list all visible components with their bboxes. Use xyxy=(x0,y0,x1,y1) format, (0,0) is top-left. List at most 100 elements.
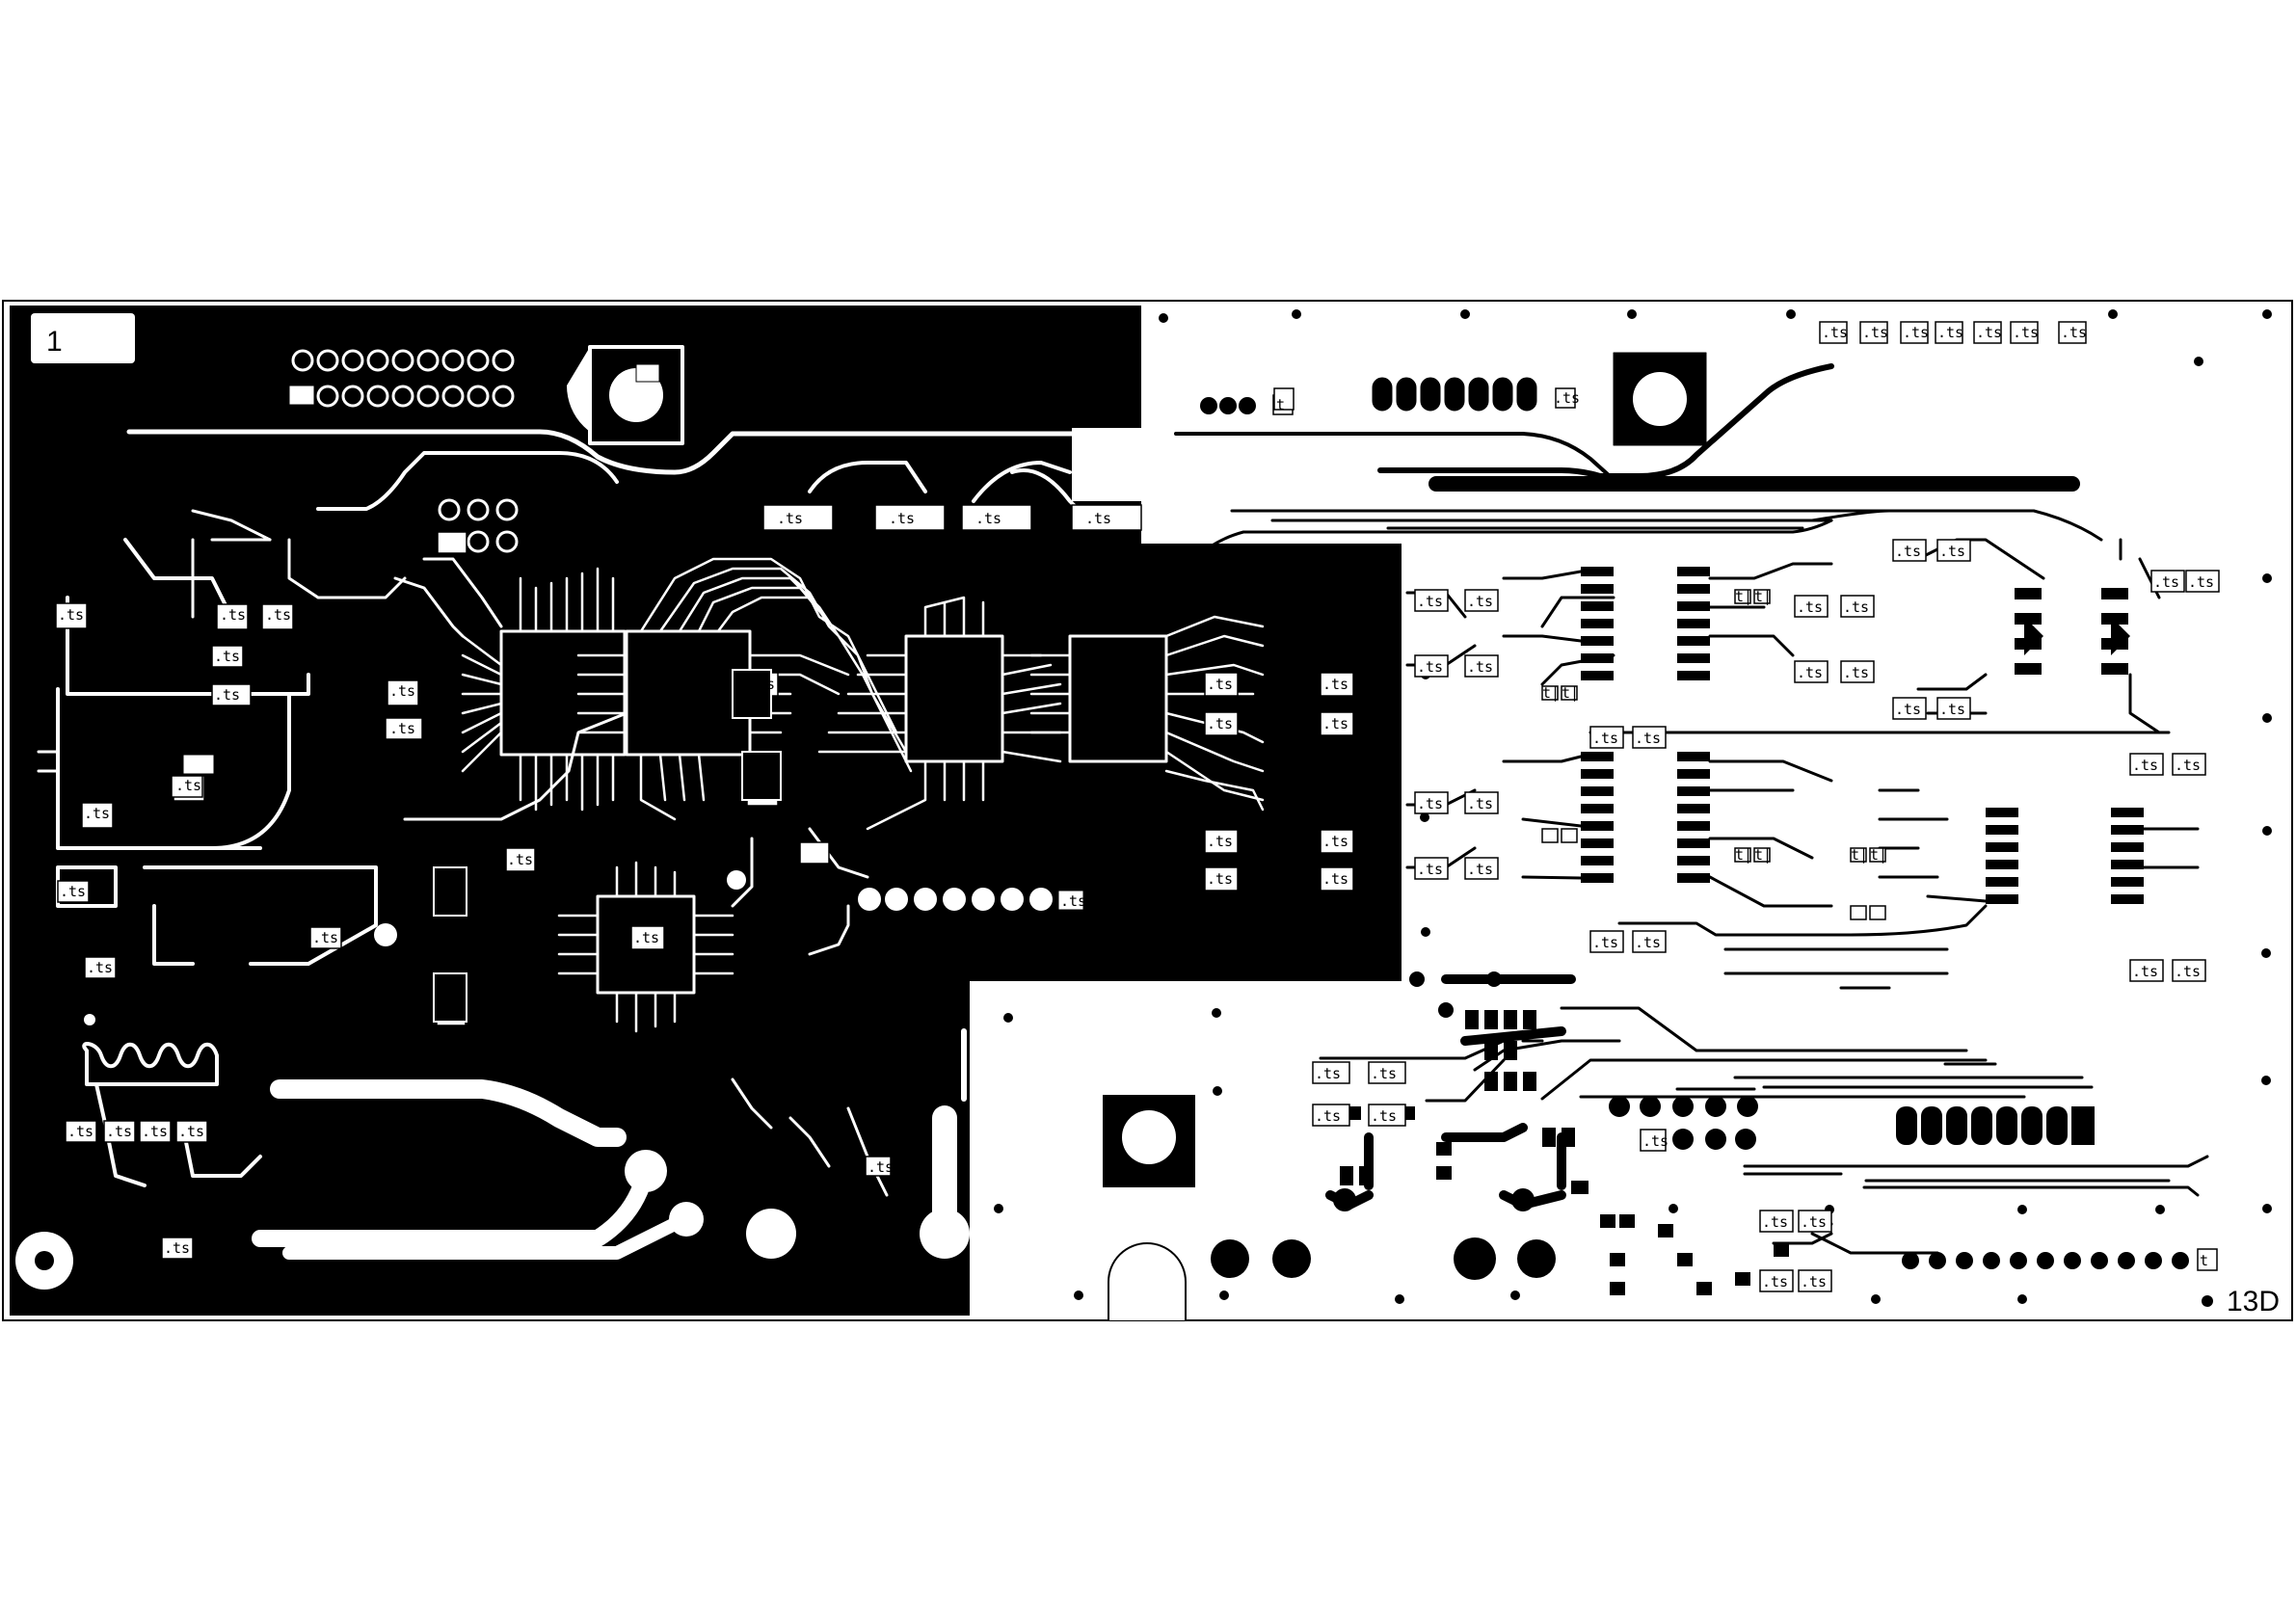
silk-tag: .ts xyxy=(178,1123,204,1140)
board-notch xyxy=(1108,1242,1187,1320)
silk-tag: .ts xyxy=(1417,658,1443,676)
silk-tag: .ts xyxy=(633,929,659,946)
silk-tag: .ts xyxy=(507,851,533,868)
silk-tag: .ts xyxy=(58,606,84,624)
silk-tag: .ts xyxy=(749,676,775,693)
layer-number-label: 1 xyxy=(46,326,63,358)
silk-tag: .ts xyxy=(1592,934,1618,951)
silk-tag: .ts xyxy=(389,682,415,700)
silk-tag: .ts xyxy=(1939,701,1965,718)
silk-tag: .ts xyxy=(1417,795,1443,812)
silk-tag: .ts xyxy=(1762,1273,1788,1290)
silk-tag-short: t xyxy=(1276,396,1285,413)
silk-tag: .ts xyxy=(975,510,1001,527)
silk-tag: .ts xyxy=(1371,1065,1397,1082)
silk-tag: .ts xyxy=(1207,715,1233,732)
silkscreen-tags: .ts .ts .ts .ts .ts .ts .ts .ts .ts .ts … xyxy=(58,324,2214,1290)
silk-tag-small: t| xyxy=(1754,588,1772,605)
silk-tag: .ts xyxy=(2061,324,2087,341)
silk-tag-small: t| xyxy=(1754,846,1772,864)
silk-tag: .ts xyxy=(749,785,775,803)
silk-tag: .ts xyxy=(1207,870,1233,888)
silk-tag: .ts xyxy=(265,606,291,624)
silk-tag-small: t| xyxy=(1735,588,1752,605)
left-silk-tags xyxy=(182,363,1084,911)
silk-tag: .ts xyxy=(220,606,246,624)
silk-tag: .ts xyxy=(1843,664,1869,681)
silk-tag: .ts xyxy=(1976,324,2002,341)
silk-tag: .ts xyxy=(2175,757,2201,774)
silk-tag: .ts xyxy=(1822,324,1848,341)
silk-tag: .ts xyxy=(1554,389,1580,407)
silk-tag: .ts xyxy=(164,1239,190,1257)
silk-tag: .ts xyxy=(106,1123,132,1140)
silk-tag: .ts xyxy=(2013,324,2039,341)
silk-tag: .ts xyxy=(438,1005,464,1023)
silk-tag: .ts xyxy=(389,720,415,737)
silk-tag-small: t| xyxy=(1562,684,1579,702)
board-code-label: 13D xyxy=(2227,1286,2280,1317)
silk-tag: .ts xyxy=(1635,934,1661,951)
silk-tag: .ts xyxy=(312,929,338,946)
silk-tag: .ts xyxy=(777,510,803,527)
silk-tag: .ts xyxy=(1797,664,1823,681)
silk-tag: .ts xyxy=(1797,599,1823,616)
pour-clearances xyxy=(15,313,1265,1290)
silk-tag: .ts xyxy=(1635,730,1661,747)
silk-tag: .ts xyxy=(1207,676,1233,693)
silk-tag: .ts xyxy=(1801,1273,1827,1290)
silk-tag: .ts xyxy=(1843,599,1869,616)
silk-tag: .ts xyxy=(1762,1213,1788,1231)
right-silk-boxes xyxy=(1272,321,2220,1292)
silk-tag: .ts xyxy=(1937,324,1963,341)
silk-tag-short: t xyxy=(2200,1252,2208,1269)
silk-tag: .ts xyxy=(1467,658,1493,676)
silk-tag-small: t| xyxy=(1735,846,1752,864)
silk-tag: .ts xyxy=(214,648,240,665)
silk-tag: .ts xyxy=(1642,1132,1669,1150)
silk-tag: .ts xyxy=(1060,892,1086,910)
silk-tag: .ts xyxy=(1322,715,1348,732)
silk-tag: .ts xyxy=(1895,701,1921,718)
silk-tag: .ts xyxy=(1862,324,1888,341)
silk-tag: .ts xyxy=(87,959,113,976)
silk-tag: .ts xyxy=(2175,963,2201,980)
silk-tag: .ts xyxy=(84,805,110,822)
silk-tag: .ts xyxy=(438,896,464,914)
silk-tag: .ts xyxy=(1939,543,1965,560)
silk-tag-small: t| xyxy=(1851,846,1868,864)
silk-tag: .ts xyxy=(2188,573,2214,591)
silk-tag: .ts xyxy=(1467,861,1493,878)
silk-tag: .ts xyxy=(1801,1213,1827,1231)
copper-pour-left xyxy=(10,306,1402,1316)
silk-tag: .ts xyxy=(1592,730,1618,747)
silk-tag: .ts xyxy=(1417,593,1443,610)
silk-tag: .ts xyxy=(175,777,201,794)
pour-black-parts xyxy=(433,669,782,1023)
silk-tag: .ts xyxy=(2153,573,2179,591)
silk-tag: .ts xyxy=(142,1123,168,1140)
silk-tag: .ts xyxy=(2132,963,2158,980)
silk-tag: .ts xyxy=(1315,1107,1341,1125)
silk-tag: .ts xyxy=(67,1123,93,1140)
silk-tag: .ts xyxy=(1467,593,1493,610)
silk-tag: .ts xyxy=(60,883,86,900)
silk-tag-small: t| xyxy=(1542,684,1560,702)
silk-tag: .ts xyxy=(1322,870,1348,888)
silk-tag: .ts xyxy=(868,1158,894,1176)
silk-tag: .ts xyxy=(1207,833,1233,850)
silk-tag: .ts xyxy=(1371,1107,1397,1125)
silk-tag: .ts xyxy=(2132,757,2158,774)
silk-tag: .ts xyxy=(1895,543,1921,560)
silk-tag: .ts xyxy=(1903,324,1929,341)
silk-tag-small: t| xyxy=(1870,846,1887,864)
right-board-artwork xyxy=(994,309,2272,1307)
silk-tag: .ts xyxy=(889,510,915,527)
silk-tag: .ts xyxy=(1322,676,1348,693)
silk-tag: .ts xyxy=(1417,861,1443,878)
silk-tag: .ts xyxy=(1467,795,1493,812)
silk-tag: .ts xyxy=(1315,1065,1341,1082)
silk-tag: .ts xyxy=(1322,833,1348,850)
silk-tag: .ts xyxy=(214,686,240,704)
